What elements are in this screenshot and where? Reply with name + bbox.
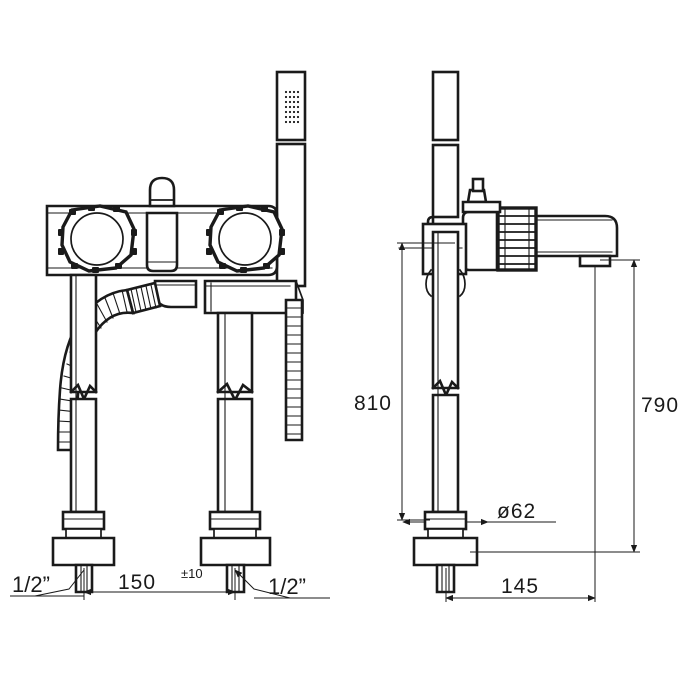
- diverter-knob-body: [145, 211, 179, 273]
- handset-handle: [275, 142, 307, 288]
- dimension-thread-left: 1/2”: [10, 569, 85, 597]
- right-leg-pipe-lower: [216, 397, 254, 514]
- right-leg-pipe-upper: [216, 311, 254, 394]
- handset-hose-front: [284, 298, 304, 442]
- side-base-flange: [412, 536, 479, 567]
- left-leg-base-flange: [51, 536, 116, 567]
- spout-side-outlet: [578, 254, 612, 268]
- valve-handle-left-knurls: [58, 205, 137, 273]
- dim-thread-left-label: 1/2”: [12, 572, 50, 597]
- diverter-knob-front: [145, 176, 179, 273]
- dimension-spout-projection: 145: [445, 266, 596, 602]
- dim-thread-right-leader: [234, 569, 291, 599]
- dimension-inlet-spacing: 150 ±10: [83, 566, 236, 600]
- diverter-stem-top: [471, 177, 485, 193]
- valve-handle-left: [58, 204, 137, 273]
- side-elbow-hook-right: [458, 268, 466, 298]
- right-leg-washer: [213, 528, 257, 539]
- dim-thread-left-leader: [34, 569, 85, 597]
- handset-hose-ribs: [285, 307, 303, 435]
- dim-thread-right-label: 1/2”: [268, 574, 306, 599]
- knurled-collar-side: [496, 206, 538, 272]
- left-leg-pipe-lower: [69, 397, 98, 514]
- side-view-group: [398, 70, 619, 594]
- left-leg-pipe-upper: [69, 273, 98, 394]
- dimension-base-diameter: ø62: [402, 500, 556, 526]
- valve-handle-right-knurls: [206, 205, 285, 273]
- side-washer: [427, 528, 464, 539]
- hose-knurled-nut: [125, 281, 162, 315]
- handset-spray-head: [275, 70, 307, 142]
- diverter-knob-cap: [148, 176, 176, 208]
- dim-d62-label: ø62: [497, 500, 536, 523]
- side-riser-assembly: [412, 230, 479, 594]
- valve-body-side: [461, 177, 502, 272]
- right-leg-base-flange: [199, 536, 272, 567]
- left-leg-hex-nut: [61, 510, 106, 531]
- right-leg-assembly: [199, 311, 272, 594]
- knurled-collar-body: [496, 206, 538, 272]
- dimension-height-790: 790: [470, 259, 679, 553]
- dim-790-label: 790: [641, 394, 679, 417]
- valve-handle-right: [206, 204, 285, 273]
- dim-145-label: 145: [501, 575, 539, 598]
- handset-spray-perforations: [284, 90, 300, 124]
- side-riser-lower: [431, 393, 460, 514]
- knurled-collar-grooves: [497, 215, 537, 265]
- side-elbow-hook-left: [425, 268, 433, 298]
- valve-body-shoulder: [461, 200, 502, 214]
- dimension-thread-right: 1/2”: [234, 569, 330, 599]
- left-leg-washer: [65, 528, 102, 539]
- handset-side-head: [431, 70, 460, 142]
- valve-handle-left-circle: [70, 212, 124, 266]
- dim-810-label: 810: [354, 392, 392, 415]
- front-view-group: [45, 70, 307, 594]
- right-leg-hex-nut: [208, 510, 262, 531]
- handset-hose-outline: [284, 298, 304, 442]
- handset-side: [426, 70, 460, 234]
- dim-150-tolerance-label: ±10: [181, 566, 203, 581]
- valve-body-side-outline: [461, 210, 499, 272]
- side-riser-upper: [431, 230, 460, 390]
- valve-handle-right-circle: [218, 212, 272, 266]
- handset-side-handle: [431, 143, 460, 219]
- side-hex-nut: [423, 510, 468, 531]
- dim-150-label: 150: [118, 571, 156, 594]
